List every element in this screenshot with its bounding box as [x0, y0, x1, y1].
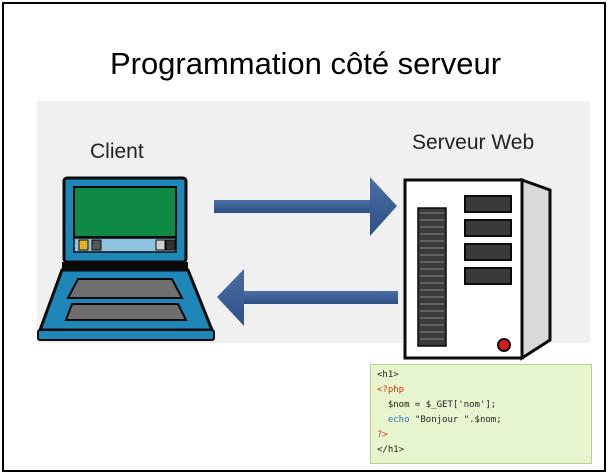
request-arrow: [214, 177, 397, 236]
laptop-icon: [37, 176, 215, 341]
server-icon: [403, 177, 552, 361]
code-line-3: $nom = $_GET['nom'];: [377, 398, 585, 413]
code-indent: [377, 415, 388, 425]
code-assignment: $nom = $_GET['nom'];: [387, 400, 497, 410]
code-echo-args: "Bonjour ".$nom;: [409, 415, 502, 425]
client-server-diagram: [37, 176, 552, 361]
code-line-4: echo "Bonjour ".$nom;: [377, 413, 585, 428]
code-indent: [377, 400, 388, 410]
server-label: Serveur Web: [412, 131, 535, 154]
client-label: Client: [90, 140, 144, 163]
slide-title: Programmation côté serveur: [109, 46, 502, 81]
response-arrow: [217, 269, 398, 326]
code-line-2: <?php: [377, 385, 405, 395]
code-line-5: ?>: [377, 430, 388, 440]
code-keyword-echo: echo: [387, 415, 410, 425]
code-line-1: <h1>: [377, 370, 399, 380]
code-line-6: </h1>: [377, 445, 405, 455]
php-code-snippet: <h1> <?php $nom = $_GET['nom']; echo "Bon…: [370, 364, 592, 464]
